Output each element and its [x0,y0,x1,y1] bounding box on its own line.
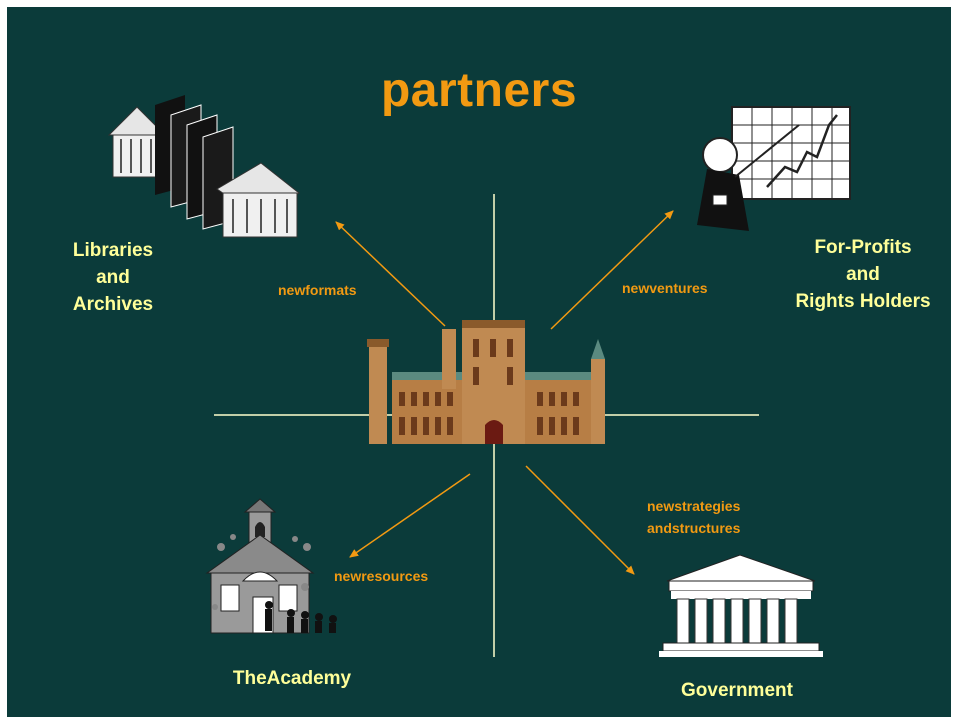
for-profits-label-line2: and [846,264,880,285]
for-profits-label-line1: For-Profits [814,237,912,258]
for-profits-label-line3: Rights Holders [795,291,931,312]
libraries-label-line1: Libraries [72,240,154,261]
diagram-canvas [107,95,851,657]
arrow-to-academy [349,473,471,558]
libraries-label-line2: and [96,267,130,288]
libraries-label-line3: Archives [72,294,154,315]
arrow-label-resources: newresources [334,568,429,584]
arrow-to-for-profits [550,210,674,330]
arrow-label-formats: newformats [278,282,357,298]
arrow-label-strategies: newstrategies andstructures [647,495,740,539]
for-profits-label: For-Profits and Rights Holders [781,234,945,315]
libraries-label: Libraries and Archives [55,237,171,318]
arrow-to-libraries [335,221,446,327]
castle-icon [367,320,605,444]
slide-board: partners Libraries and Archives For-Prof… [7,7,951,717]
schoolhouse-icon [205,498,337,634]
library-books-icon [107,95,300,238]
page-title: partners [380,64,578,117]
arrow-label-strategies-line2: andstructures [647,520,741,536]
government-label: Government [681,680,793,701]
arrow-label-strategies-line1: newstrategies [647,498,741,514]
businessman-chart-icon [697,106,851,231]
capitol-building-icon [659,554,823,657]
arrow-label-ventures: newventures [622,280,708,296]
academy-label: TheAcademy [232,668,352,689]
arrow-to-government [525,465,635,575]
